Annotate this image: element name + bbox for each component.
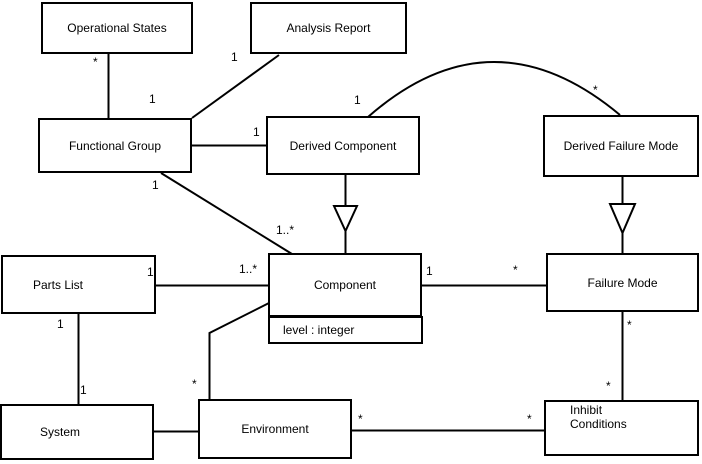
multiplicity-label: * xyxy=(593,83,598,97)
class-name-label: Component xyxy=(313,278,377,292)
multiplicity-label: * xyxy=(606,379,611,393)
class-failure-mode: Failure Mode xyxy=(546,253,699,312)
class-name-label: Operational States xyxy=(67,21,167,35)
class-analysis-report: Analysis Report xyxy=(250,2,407,54)
class-functional-group: Functional Group xyxy=(38,118,192,173)
class-name-label: System xyxy=(40,425,81,439)
class-name-label: Derived Component xyxy=(289,138,397,153)
class-derived-component: Derived Component xyxy=(266,116,420,175)
multiplicity-label: 1 xyxy=(80,383,87,397)
multiplicity-label: 1 xyxy=(57,317,64,331)
class-name-label: Inhibit Conditions xyxy=(570,403,627,431)
multiplicity-label: * xyxy=(527,412,532,426)
class-component: Component xyxy=(268,253,422,317)
multiplicity-label: 1 xyxy=(253,125,260,139)
assoc-environment-component xyxy=(208,302,270,399)
class-derived-failure-mode: Derived Failure Mode xyxy=(543,115,699,177)
class-operational-states: Operational States xyxy=(41,2,193,54)
multiplicity-label: * xyxy=(513,263,518,277)
class-name-label: Failure Mode xyxy=(587,275,658,290)
multiplicity-label: 1 xyxy=(149,92,156,106)
class-name-label: Derived Failure Mode xyxy=(563,139,679,153)
class-name-label: Analysis Report xyxy=(286,21,371,35)
class-system: System xyxy=(0,404,154,460)
multiplicity-label: 1..* xyxy=(239,262,258,276)
generalization-triangle-icon xyxy=(332,205,359,234)
multiplicity-label: 1 xyxy=(231,50,238,64)
class-parts-list: Parts List xyxy=(1,255,156,314)
attribute-label: level : integer xyxy=(283,323,355,337)
multiplicity-label: 1 xyxy=(426,264,433,278)
generalization-derived-component-component xyxy=(332,175,359,253)
class-inhibit-conditions: Inhibit Conditions xyxy=(544,400,699,456)
multiplicity-label: 1 xyxy=(147,265,154,279)
class-component-attributes: level : integer xyxy=(268,316,423,344)
multiplicity-label: * xyxy=(358,412,363,426)
multiplicity-label: 1..* xyxy=(276,223,295,237)
class-name-label: Functional Group xyxy=(68,138,162,153)
generalization-triangle-icon xyxy=(608,203,637,236)
multiplicity-label: 1 xyxy=(152,178,159,192)
multiplicity-label: * xyxy=(93,55,98,69)
class-environment: Environment xyxy=(198,399,352,459)
assoc-derived-component-derived-failure-mode-arc xyxy=(367,61,621,118)
generalization-derived-failure-mode-failure-mode xyxy=(608,177,637,253)
multiplicity-label: * xyxy=(192,377,197,391)
multiplicity-label: 1 xyxy=(354,93,361,107)
class-name-label: Parts List xyxy=(33,277,84,292)
multiplicity-label: * xyxy=(627,318,632,332)
assoc-functional-group-component xyxy=(160,172,293,255)
assoc-analysis-report-functional-group xyxy=(191,54,280,119)
class-name-label: Environment xyxy=(241,422,309,436)
